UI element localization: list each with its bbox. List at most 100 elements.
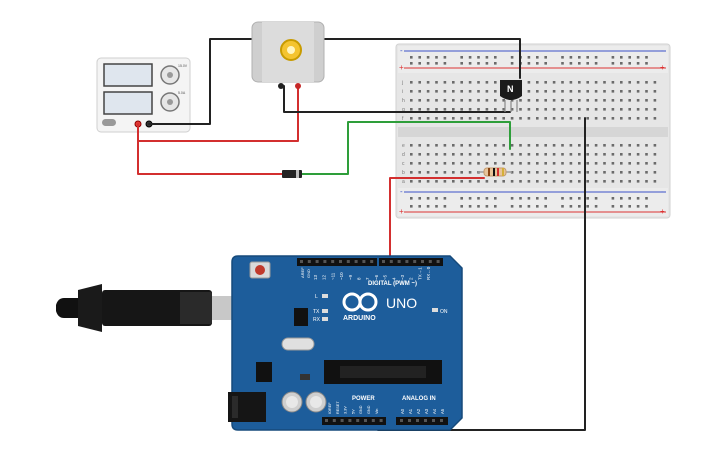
bb-rail-hole[interactable] xyxy=(611,62,615,65)
bb-hole[interactable] xyxy=(510,99,514,102)
wires[interactable] xyxy=(137,38,586,431)
bb-hole[interactable] xyxy=(477,108,480,111)
bb-hole[interactable] xyxy=(410,90,413,93)
bb-hole[interactable] xyxy=(494,108,497,111)
bb-hole[interactable] xyxy=(485,180,489,183)
bb-hole[interactable] xyxy=(586,99,589,102)
bb-hole[interactable] xyxy=(645,117,648,120)
bb-hole[interactable] xyxy=(620,99,623,102)
bb-hole[interactable] xyxy=(460,153,463,156)
bb-rail-hole[interactable] xyxy=(527,197,531,200)
bb-hole[interactable] xyxy=(485,117,489,120)
bb-hole[interactable] xyxy=(561,90,564,93)
bb-hole[interactable] xyxy=(611,99,615,102)
bb-rail-hole[interactable] xyxy=(477,56,480,59)
bb-hole[interactable] xyxy=(477,162,480,165)
header-hole[interactable] xyxy=(332,419,336,422)
bb-hole[interactable] xyxy=(611,153,615,156)
bb-hole[interactable] xyxy=(477,81,480,84)
header-hole[interactable] xyxy=(400,419,403,422)
bb-hole[interactable] xyxy=(544,171,547,174)
bb-hole[interactable] xyxy=(569,153,573,156)
bb-hole[interactable] xyxy=(628,180,631,183)
bb-hole[interactable] xyxy=(460,90,463,93)
bb-hole[interactable] xyxy=(468,180,472,183)
bb-hole[interactable] xyxy=(628,144,631,147)
bb-hole[interactable] xyxy=(426,90,430,93)
bb-hole[interactable] xyxy=(653,90,657,93)
bb-hole[interactable] xyxy=(536,108,539,111)
bb-hole[interactable] xyxy=(426,162,430,165)
bb-hole[interactable] xyxy=(410,99,413,102)
bb-hole[interactable] xyxy=(460,117,463,120)
bb-rail-hole[interactable] xyxy=(426,62,430,65)
resistor[interactable] xyxy=(478,167,512,177)
bb-rail-hole[interactable] xyxy=(485,56,489,59)
header-hole[interactable] xyxy=(356,419,360,422)
bb-rail-hole[interactable] xyxy=(569,205,573,208)
bb-hole[interactable] xyxy=(410,162,413,165)
header-hole[interactable] xyxy=(323,260,327,263)
bb-hole[interactable] xyxy=(418,162,421,165)
bb-rail-hole[interactable] xyxy=(460,62,463,65)
bb-hole[interactable] xyxy=(628,81,631,84)
bb-rail-hole[interactable] xyxy=(544,197,547,200)
bb-hole[interactable] xyxy=(578,117,581,120)
bb-hole[interactable] xyxy=(603,81,606,84)
header-hole[interactable] xyxy=(421,260,424,263)
bb-rail-hole[interactable] xyxy=(435,197,438,200)
bb-hole[interactable] xyxy=(552,180,556,183)
bb-hole[interactable] xyxy=(552,144,556,147)
bb-hole[interactable] xyxy=(468,108,472,111)
bb-rail-hole[interactable] xyxy=(578,56,581,59)
bb-rail-hole[interactable] xyxy=(477,205,480,208)
bb-hole[interactable] xyxy=(645,171,648,174)
bb-hole[interactable] xyxy=(653,144,657,147)
bb-hole[interactable] xyxy=(603,180,606,183)
bb-hole[interactable] xyxy=(410,117,413,120)
bb-hole[interactable] xyxy=(468,117,472,120)
bb-hole[interactable] xyxy=(494,144,497,147)
bb-rail-hole[interactable] xyxy=(510,197,514,200)
bb-hole[interactable] xyxy=(561,171,564,174)
diode[interactable] xyxy=(282,170,302,178)
bb-hole[interactable] xyxy=(586,117,589,120)
bb-hole[interactable] xyxy=(561,117,564,120)
npn-transistor[interactable]: N xyxy=(500,80,522,112)
bb-hole[interactable] xyxy=(485,90,489,93)
bb-hole[interactable] xyxy=(552,162,556,165)
bb-rail-hole[interactable] xyxy=(460,56,463,59)
bb-hole[interactable] xyxy=(561,162,564,165)
bb-rail-hole[interactable] xyxy=(586,205,589,208)
bb-rail-hole[interactable] xyxy=(611,197,615,200)
dc-motor[interactable] xyxy=(251,21,325,89)
bb-hole[interactable] xyxy=(435,162,438,165)
bb-hole[interactable] xyxy=(645,162,648,165)
bb-hole[interactable] xyxy=(544,81,547,84)
bb-rail-hole[interactable] xyxy=(494,62,497,65)
bb-hole[interactable] xyxy=(485,162,489,165)
bb-hole[interactable] xyxy=(611,108,615,111)
bb-hole[interactable] xyxy=(502,153,505,156)
bb-hole[interactable] xyxy=(452,180,455,183)
bb-rail-hole[interactable] xyxy=(578,205,581,208)
bb-hole[interactable] xyxy=(552,90,556,93)
bb-hole[interactable] xyxy=(426,171,430,174)
bb-rail-hole[interactable] xyxy=(426,205,430,208)
header-hole[interactable] xyxy=(382,260,385,263)
bb-hole[interactable] xyxy=(636,162,640,165)
bb-hole[interactable] xyxy=(544,90,547,93)
bb-hole[interactable] xyxy=(435,117,438,120)
bb-hole[interactable] xyxy=(435,108,438,111)
bb-rail-hole[interactable] xyxy=(410,62,413,65)
bb-hole[interactable] xyxy=(561,153,564,156)
header-hole[interactable] xyxy=(340,419,344,422)
bb-hole[interactable] xyxy=(510,108,514,111)
bb-hole[interactable] xyxy=(594,90,598,93)
bb-hole[interactable] xyxy=(510,180,514,183)
bb-hole[interactable] xyxy=(527,171,531,174)
bb-hole[interactable] xyxy=(578,162,581,165)
header-hole[interactable] xyxy=(346,260,350,263)
bb-rail-hole[interactable] xyxy=(435,56,438,59)
bb-rail-hole[interactable] xyxy=(527,56,531,59)
